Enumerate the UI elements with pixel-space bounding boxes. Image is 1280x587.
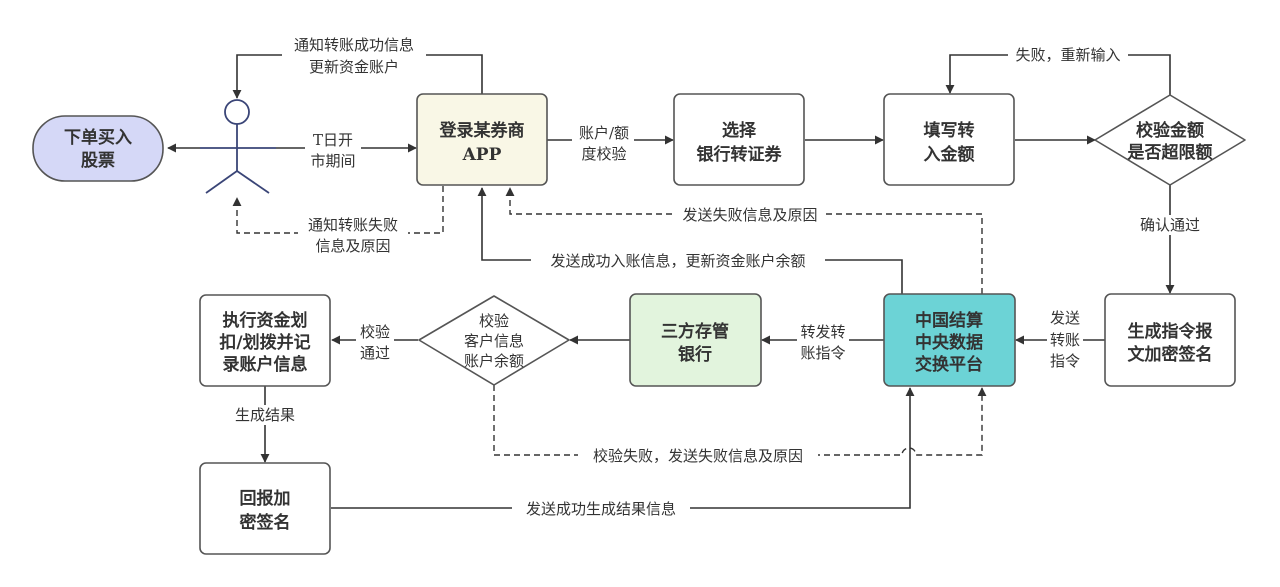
label-gen-result-text: 生成结果 bbox=[235, 406, 295, 424]
label-check-fail: 校验失败，发送失败信息及原因 bbox=[578, 446, 818, 466]
node-fill-amount-line-1: 填写转 bbox=[924, 120, 975, 141]
label-check-fail-text: 校验失败，发送失败信息及原因 bbox=[593, 447, 803, 465]
node-custody-bank[interactable]: 三方存管 银行 bbox=[629, 293, 762, 387]
label-account-check: 账户/额 度校验 bbox=[572, 123, 634, 163]
label-background bbox=[1136, 215, 1204, 235]
label-background bbox=[305, 130, 361, 170]
label-send-instruction: 发送 转账 指令 bbox=[1047, 308, 1083, 372]
label-check-pass: 校验 通过 bbox=[356, 322, 394, 362]
node-clearing-platform-line-3: 交换平台 bbox=[915, 354, 983, 375]
label-send-success-update-text: 发送成功入账信息，更新资金账户余额 bbox=[550, 252, 805, 270]
label-check-pass-text: 通过 bbox=[360, 344, 390, 362]
node-custody-bank-line-2: 银行 bbox=[678, 344, 712, 365]
label-background bbox=[797, 322, 849, 362]
label-fail-reenter: 失败，重新输入 bbox=[1008, 45, 1128, 65]
label-send-result: 发送成功生成结果信息 bbox=[512, 499, 690, 519]
label-notify-fail-text: 信息及原因 bbox=[315, 237, 390, 255]
label-background bbox=[674, 205, 826, 225]
label-forward-instruction: 转发转 账指令 bbox=[797, 322, 849, 362]
node-fill-amount-line-2: 入金额 bbox=[924, 144, 975, 165]
node-execute-transfer-line-1: 执行资金划 bbox=[223, 310, 308, 331]
label-background bbox=[578, 446, 818, 466]
label-account-check-text: 账户/额 bbox=[579, 124, 629, 142]
label-notify-success: 通知转账成功信息 更新资金账户 bbox=[282, 35, 426, 77]
label-forward-instruction-text: 账指令 bbox=[800, 344, 845, 362]
label-background bbox=[356, 322, 394, 362]
label-notify-success-text: 通知转账成功信息 bbox=[294, 36, 414, 54]
node-broker-app[interactable]: 登录某券商 APP bbox=[416, 93, 548, 186]
node-select-bank[interactable]: 选择 银行转证券 bbox=[673, 93, 805, 186]
label-send-instruction-text: 发送 bbox=[1050, 309, 1080, 327]
label-confirm-pass-text: 确认通过 bbox=[1140, 216, 1200, 234]
label-confirm-pass: 确认通过 bbox=[1136, 215, 1204, 235]
node-broker-app-line-1: 登录某券商 bbox=[439, 120, 525, 141]
node-custody-bank-line-1: 三方存管 bbox=[661, 321, 729, 342]
edge-send-success-update bbox=[477, 187, 903, 294]
node-clearing-platform-line-1: 中国结算 bbox=[915, 310, 983, 331]
label-account-check-text: 度校验 bbox=[581, 145, 626, 163]
node-check-customer[interactable]: 校验 客户信息 账户余额 bbox=[418, 295, 570, 386]
node-buy-stock-line-1: 下单买入 bbox=[64, 127, 132, 148]
label-background bbox=[230, 405, 300, 425]
node-execute-transfer-line-3: 录账户信息 bbox=[223, 354, 308, 375]
label-forward-instruction-text: 转发转 bbox=[800, 323, 845, 341]
node-gen-instruction-line-1: 生成指令报 bbox=[1128, 321, 1213, 342]
label-fail-reenter-text: 失败，重新输入 bbox=[1015, 46, 1120, 64]
node-report-sign-line-1: 回报加 bbox=[240, 488, 291, 509]
label-background bbox=[282, 35, 426, 77]
edge-check-fail bbox=[493, 385, 987, 456]
label-send-instruction-text: 转账 bbox=[1050, 331, 1080, 349]
label-send-fail-reason-text: 发送失败信息及原因 bbox=[682, 206, 817, 224]
label-background bbox=[1008, 45, 1128, 65]
label-gen-result: 生成结果 bbox=[230, 405, 300, 425]
label-notify-fail: 通知转账失败 信息及原因 bbox=[298, 215, 408, 255]
node-check-customer-line-3: 账户余额 bbox=[464, 352, 524, 370]
label-background bbox=[1047, 308, 1083, 372]
label-notify-fail-text: 通知转账失败 bbox=[308, 216, 398, 234]
node-check-customer-line-1: 校验 bbox=[479, 312, 509, 330]
node-check-customer-line-2: 客户信息 bbox=[464, 332, 524, 350]
node-select-bank-line-2: 银行转证券 bbox=[697, 144, 783, 165]
node-fill-amount[interactable]: 填写转 入金额 bbox=[883, 93, 1015, 186]
label-send-result-text: 发送成功生成结果信息 bbox=[526, 500, 676, 518]
actor-head bbox=[224, 99, 250, 125]
node-buy-stock-line-2: 股票 bbox=[81, 151, 115, 171]
label-send-success-update: 发送成功入账信息，更新资金账户余额 bbox=[531, 251, 825, 271]
node-check-limit-line-2: 是否超限额 bbox=[1128, 142, 1213, 163]
node-check-limit-line-1: 校验金额 bbox=[1136, 120, 1204, 141]
node-select-bank-line-1: 选择 bbox=[722, 120, 757, 141]
node-buy-stock[interactable]: 下单买入 股票 bbox=[32, 115, 164, 182]
node-report-sign[interactable]: 回报加 密签名 bbox=[199, 462, 331, 555]
node-gen-instruction-line-2: 文加密签名 bbox=[1128, 344, 1213, 365]
node-broker-app-line-2: APP bbox=[462, 145, 502, 165]
node-report-sign-line-2: 密签名 bbox=[240, 512, 291, 533]
edge-send-fail-reason bbox=[505, 187, 983, 294]
node-clearing-platform[interactable]: 中国结算 中央数据 交换平台 bbox=[883, 293, 1016, 387]
label-t-day-text: T日开 bbox=[313, 131, 353, 149]
node-gen-instruction[interactable]: 生成指令报 文加密签名 bbox=[1104, 293, 1236, 387]
label-check-pass-text: 校验 bbox=[360, 323, 390, 341]
actor-investor[interactable] bbox=[200, 99, 276, 194]
label-t-day: T日开 市期间 bbox=[305, 130, 361, 170]
label-t-day-text: 市期间 bbox=[310, 152, 355, 170]
node-check-limit[interactable]: 校验金额 是否超限额 bbox=[1094, 94, 1246, 186]
label-send-instruction-text: 指令 bbox=[1050, 352, 1080, 370]
node-clearing-platform-line-2: 中央数据 bbox=[915, 332, 983, 353]
node-execute-transfer[interactable]: 执行资金划 扣/划拨并记 录账户信息 bbox=[199, 294, 331, 387]
label-background bbox=[531, 251, 825, 271]
node-execute-transfer-line-2: 扣/划拨并记 bbox=[219, 332, 310, 353]
label-send-fail-reason: 发送失败信息及原因 bbox=[674, 205, 826, 225]
label-notify-success-text: 更新资金账户 bbox=[309, 58, 399, 76]
label-background bbox=[512, 499, 690, 519]
label-background bbox=[572, 123, 634, 163]
label-background bbox=[298, 215, 408, 255]
